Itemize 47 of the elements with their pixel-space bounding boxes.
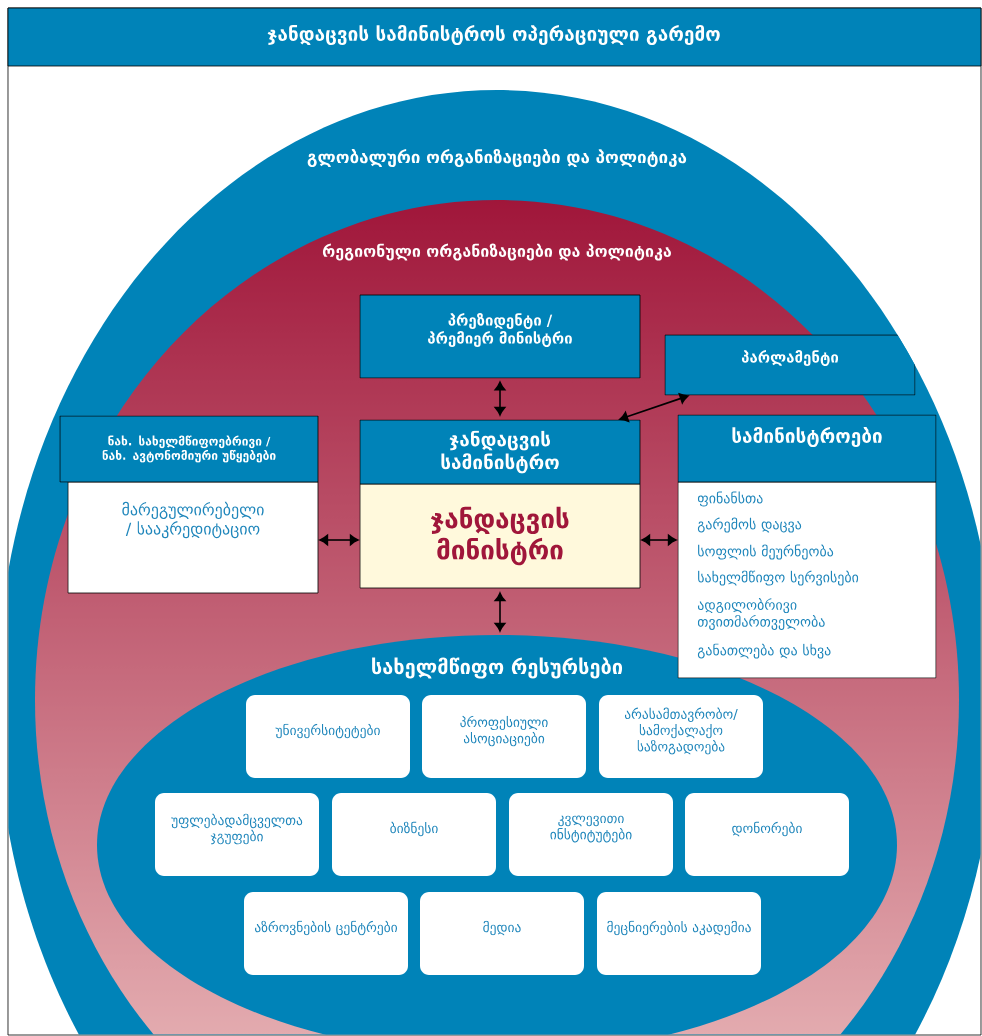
list-item: განათლება და სხვა: [697, 643, 831, 659]
resource-card: [420, 892, 584, 975]
card-text: არასამთავრობო/სამოქალაქო საზოგადოება: [624, 707, 738, 755]
box-heading: სამინისტროები: [732, 426, 882, 448]
card-text: აზროვნების ცენტრები: [255, 920, 397, 936]
resource-card: [597, 892, 761, 975]
box-title: პრეზიდენტი / პრემიერ მინისტრი: [428, 313, 572, 347]
card-text: კვლევითი ინსტიტუტები: [550, 815, 632, 843]
card-text: დონორები: [732, 821, 802, 837]
arrow: [641, 534, 677, 546]
card-text: პროფესიული ასოციაციები: [460, 715, 548, 747]
arrow: [494, 381, 506, 416]
resource-card: [509, 793, 673, 876]
ministries-box: [677, 414, 937, 679]
card-text: მეცნიერების აკადემია: [607, 920, 751, 936]
organisation-box: [59, 415, 319, 594]
list-item: სოფლის მეურნეობა: [698, 544, 834, 560]
title-text: ჯანდაცვის სამინისტროს ოპერაციული გარემო: [267, 24, 720, 46]
list-item: ადგილობრივი თვითმართველობა: [697, 598, 825, 630]
card-text: მედია: [483, 920, 521, 936]
resource-card: [244, 892, 408, 975]
card-text: უნივერსიტეტები: [275, 723, 380, 739]
band-title: რეგიონული ორგანიზაციები და პოლიტიკა: [322, 243, 671, 261]
resource-card: [246, 695, 410, 778]
resource-card: [332, 793, 496, 876]
card-text: ბიზნესი: [390, 821, 438, 837]
resource-card: [599, 695, 763, 778]
list-item: სახელმწიფო სერვისები: [698, 570, 859, 586]
resources-title: სახელმწიფო რესურსები: [372, 657, 623, 679]
office-box: [664, 334, 916, 396]
box-heading: ნახ. სახელმწიფოებრივი / ნახ. ავტონომიური უწყებები: [102, 435, 276, 463]
organisation-box: [359, 419, 641, 589]
box-body-text: ჯანდაცვის მინისტრი: [430, 506, 569, 566]
resource-card: [155, 793, 319, 876]
band-title: გლობალური ორგანიზაციები და პოლიტიკა: [307, 149, 687, 167]
box-title: პარლამენტი: [741, 350, 839, 366]
arrow: [619, 393, 689, 422]
list-item: ფინანსთა: [697, 491, 763, 507]
arrow: [319, 534, 359, 546]
box-body-text: მარეგულირებელი / სააკრედიტაციო: [122, 501, 264, 539]
card-text: უფლებადამცველთა ჯგუფები: [171, 813, 303, 845]
office-box: [359, 294, 641, 379]
box-heading: ჯანდაცვის სამინისტრო: [441, 430, 559, 474]
arrow: [494, 592, 506, 632]
resource-card: [422, 695, 586, 778]
resource-card: [685, 793, 849, 876]
list-item: გარემოს დაცვა: [697, 517, 802, 533]
